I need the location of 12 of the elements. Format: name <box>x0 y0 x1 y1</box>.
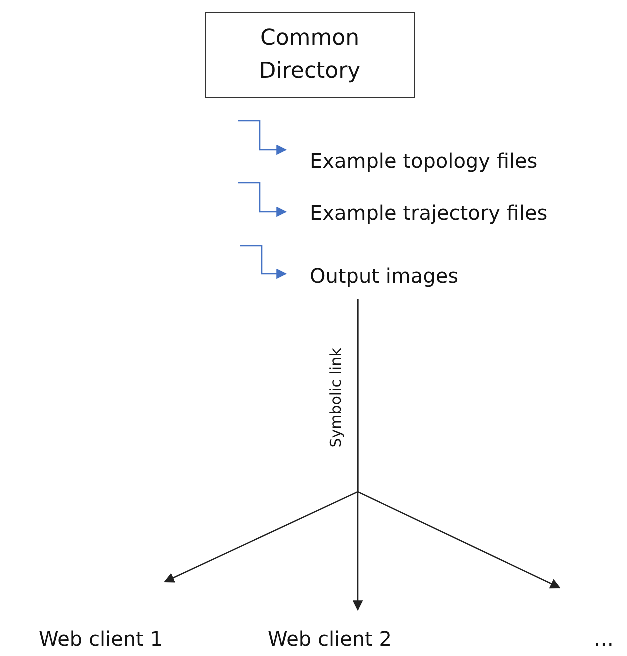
item-label: Example topology files <box>310 144 610 178</box>
arrow <box>238 182 288 218</box>
item-label: Example trajectory files <box>310 196 610 230</box>
arrow <box>240 245 288 280</box>
client-label: Web client 1 <box>6 622 196 656</box>
client-label: Web client 2 <box>250 622 410 656</box>
item-label: Output images <box>310 259 510 293</box>
arrow <box>238 120 288 156</box>
arrow <box>357 299 561 589</box>
text-box: Common Directory <box>205 12 415 98</box>
edge-label: Symbolic link <box>327 346 345 450</box>
client-label: … <box>586 622 622 656</box>
